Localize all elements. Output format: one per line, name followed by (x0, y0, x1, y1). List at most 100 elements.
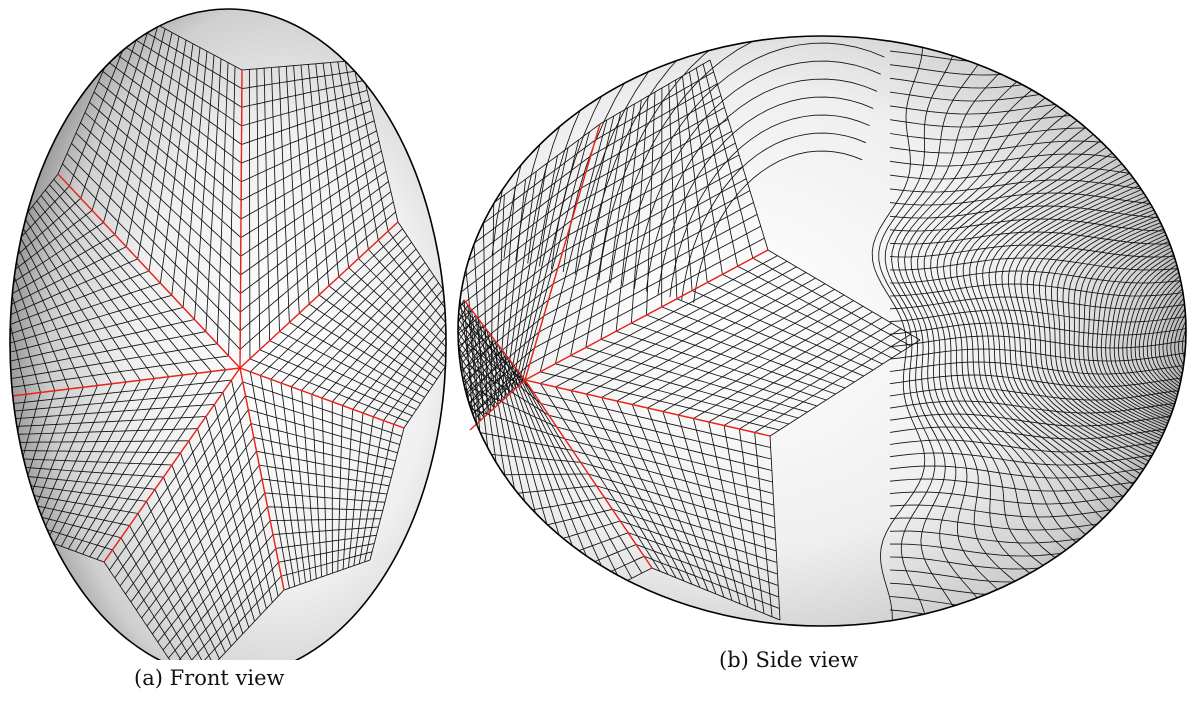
mesh-line (53, 380, 141, 544)
mesh-line (271, 67, 280, 332)
mesh-line (180, 452, 244, 634)
mesh-line (1194, 20, 1202, 636)
mesh-line (651, 567, 781, 621)
mesh-line (633, 60, 881, 289)
mesh-line (1100, 36, 1186, 626)
mesh-line (509, 359, 612, 589)
mesh-line (1096, 36, 1186, 626)
mesh-line (1073, 36, 1186, 626)
mesh-line (1068, 36, 1186, 626)
mesh-line (205, 416, 261, 616)
mesh-line (290, 255, 421, 388)
mesh-line (393, 323, 446, 425)
mesh-line (154, 489, 226, 653)
caption-text: Front view (169, 666, 285, 690)
mesh-line (610, 36, 889, 284)
mesh-line (1122, 36, 1186, 626)
mesh-line (93, 91, 242, 220)
mesh-line (10, 331, 206, 371)
caption-front-view: (a) Front view (134, 666, 284, 690)
mesh-line (647, 294, 845, 409)
mesh-line (372, 309, 446, 418)
mesh-line (550, 36, 907, 270)
mesh-line (657, 96, 874, 295)
mesh-line (120, 537, 203, 660)
mesh-line (596, 485, 776, 540)
mesh-line (889, 322, 1186, 336)
mesh-line (548, 414, 773, 471)
mesh-line (889, 257, 1186, 271)
mesh-line (635, 544, 779, 598)
mesh-line (250, 423, 396, 462)
mesh-line (352, 60, 389, 232)
mesh-line (532, 391, 771, 448)
mesh-line (10, 319, 195, 363)
mesh-line (688, 71, 723, 275)
mesh-line (588, 473, 776, 529)
mesh-line (1109, 36, 1186, 626)
mesh-line (693, 150, 863, 303)
mesh-line (10, 282, 161, 337)
mesh-line (458, 235, 568, 330)
mesh-line (620, 520, 778, 575)
mesh-line (222, 392, 273, 603)
mesh-line (585, 107, 628, 348)
mesh-line (458, 219, 573, 318)
mesh-line (612, 508, 778, 563)
mesh-line (146, 501, 220, 659)
mesh-line (540, 403, 772, 460)
mesh-line (293, 65, 310, 305)
mesh-line (488, 555, 645, 626)
mesh-line (231, 380, 279, 597)
mesh-line (1026, 36, 1186, 626)
mesh-line (10, 185, 70, 269)
mesh-line (889, 270, 1186, 284)
mesh-line (889, 348, 1186, 362)
egg-outline (9, 8, 447, 660)
mesh-line (1001, 36, 1186, 626)
mesh-line (89, 371, 212, 558)
mesh-line (458, 242, 474, 427)
caption-label: (a) (134, 666, 163, 690)
mesh-line (1062, 36, 1186, 626)
mesh-line (1177, 36, 1186, 626)
mesh-line (1117, 36, 1186, 626)
mesh-line (10, 197, 82, 278)
mesh-line (1166, 36, 1186, 626)
mesh-line (10, 343, 218, 380)
mesh-line (98, 81, 242, 201)
mesh-line (723, 322, 892, 426)
mesh-line (1087, 36, 1186, 626)
mesh-line (889, 335, 1186, 349)
mesh-line (458, 267, 559, 352)
mesh-line (1138, 36, 1186, 626)
mesh-line (889, 283, 1186, 297)
mesh-line (283, 559, 371, 591)
mesh-line (1134, 36, 1186, 626)
mesh-line (458, 251, 563, 341)
mesh-line (562, 36, 904, 272)
mesh-line (272, 526, 379, 535)
mesh-line (280, 248, 417, 384)
mesh-line (171, 464, 238, 641)
mesh-line (270, 241, 412, 380)
mesh-line (46, 381, 127, 542)
mesh-line (598, 36, 892, 281)
mesh-line (359, 59, 399, 223)
mesh-line (1130, 36, 1186, 626)
mesh-line (513, 364, 622, 584)
mesh-line (267, 506, 383, 511)
mesh-line (10, 294, 172, 346)
mesh-line (330, 62, 359, 259)
mesh-line (889, 439, 1186, 453)
mesh-line (889, 413, 1186, 427)
mesh-line (884, 36, 992, 626)
mesh-line (1007, 36, 1186, 626)
mesh-line (96, 369, 227, 560)
mesh-line (982, 36, 1186, 626)
mesh-line (889, 36, 1186, 50)
mesh-line (1091, 36, 1186, 626)
mesh-line (682, 75, 708, 283)
mesh-line (80, 122, 241, 276)
mesh-line (214, 404, 267, 609)
